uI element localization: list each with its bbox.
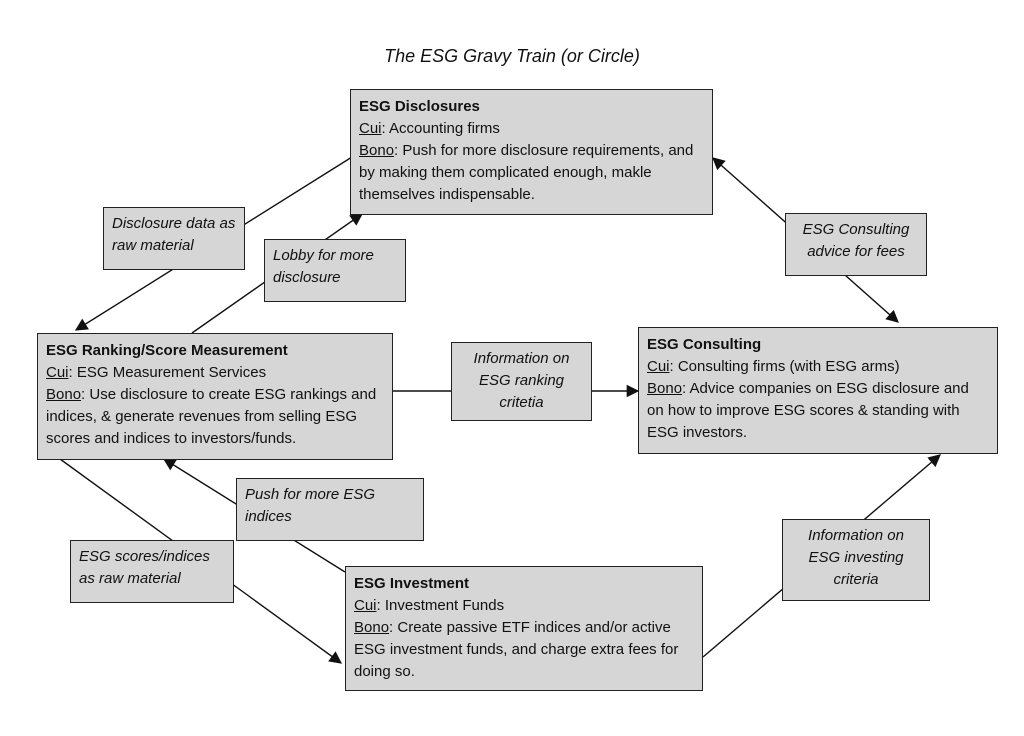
node-esg-consulting: ESG Consulting Cui: Consulting firms (wi… xyxy=(638,327,998,454)
cui-text: : Consulting firms (with ESG arms) xyxy=(669,358,900,375)
edge-label-scores-raw: ESG scores/indices as raw material xyxy=(70,540,234,603)
cui-label: Cui xyxy=(46,364,69,381)
edge-label-info-investing: Information on ESG investing criteria xyxy=(782,519,930,601)
edge-label-info-ranking: Information on ESG ranking critetia xyxy=(451,342,592,421)
node-esg-investment: ESG Investment Cui: Investment Funds Bon… xyxy=(345,566,703,691)
node-heading: ESG Ranking/Score Measurement xyxy=(46,342,288,359)
bono-text: : Push for more disclosure requirements,… xyxy=(359,142,694,203)
cui-text: : ESG Measurement Services xyxy=(68,364,267,381)
node-heading: ESG Disclosures xyxy=(359,98,480,115)
bono-text: : Create passive ETF indices and/or acti… xyxy=(354,619,679,680)
cui-label: Cui xyxy=(354,597,377,614)
cui-label: Cui xyxy=(647,358,670,375)
node-esg-ranking: ESG Ranking/Score Measurement Cui: ESG M… xyxy=(37,333,393,460)
node-heading: ESG Investment xyxy=(354,575,470,592)
edge-label-disclosure-data: Disclosure data as raw material xyxy=(103,207,245,270)
edge-label-consulting-advice: ESG Consulting advice for fees xyxy=(785,213,927,276)
bono-label: Bono xyxy=(46,386,82,403)
diagram-title: The ESG Gravy Train (or Circle) xyxy=(384,46,640,66)
bono-label: Bono xyxy=(354,619,390,636)
cui-text: : Investment Funds xyxy=(376,597,505,614)
bono-text: : Advice companies on ESG disclosure and… xyxy=(647,380,969,441)
edge-label-lobby: Lobby for more disclosure xyxy=(264,239,406,302)
cui-label: Cui xyxy=(359,120,382,137)
node-esg-disclosures: ESG Disclosures Cui: Accounting firms Bo… xyxy=(350,89,713,215)
bono-text: : Use disclosure to create ESG rankings … xyxy=(46,386,377,447)
cui-text: : Accounting firms xyxy=(381,120,500,137)
bono-label: Bono xyxy=(647,380,683,397)
bono-label: Bono xyxy=(359,142,395,159)
edge-label-push-indices: Push for more ESG indices xyxy=(236,478,424,541)
node-heading: ESG Consulting xyxy=(647,336,762,353)
